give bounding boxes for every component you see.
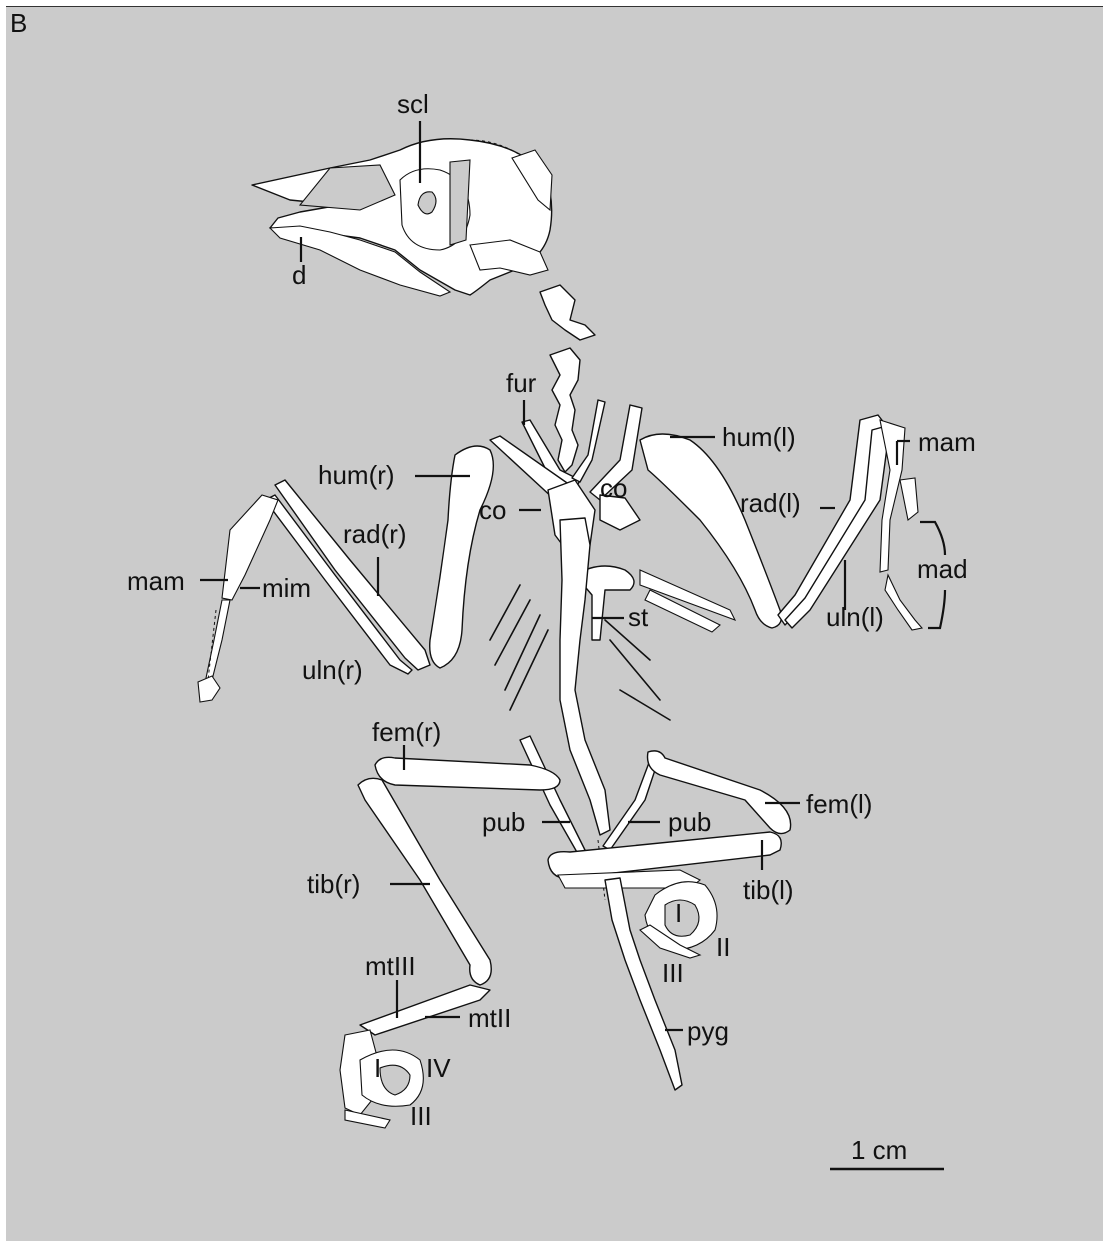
label-digit-III-r: III — [410, 1101, 432, 1131]
label-co-left: co — [479, 495, 506, 525]
label-digit-III-l: III — [662, 958, 684, 988]
label-digit-II-l: II — [716, 932, 730, 962]
label-digit-I-l: I — [675, 898, 682, 928]
label-tib-l: tib(l) — [743, 875, 794, 905]
label-d: d — [292, 260, 306, 290]
labels: scl d fur hum(l) hum(r) mam co co rad(l)… — [127, 89, 976, 1131]
label-digit-IV-r: IV — [426, 1053, 451, 1083]
label-mtII: mtII — [468, 1003, 511, 1033]
label-digit-I-r: I — [374, 1053, 381, 1083]
scale-bar: 1 cm — [830, 1135, 944, 1169]
scale-bar-label: 1 cm — [851, 1135, 907, 1165]
thorax — [490, 566, 735, 720]
label-mim: mim — [262, 573, 311, 603]
label-pub-r: pub — [482, 807, 525, 837]
label-tib-r: tib(r) — [307, 869, 360, 899]
label-uln-r: uln(r) — [302, 655, 363, 685]
label-fur: fur — [506, 368, 537, 398]
label-fem-r: fem(r) — [372, 717, 441, 747]
label-uln-l: uln(l) — [826, 602, 884, 632]
label-pyg: pyg — [687, 1016, 729, 1046]
label-hum-l: hum(l) — [722, 422, 796, 452]
label-st: st — [628, 602, 649, 632]
label-rad-l: rad(l) — [740, 488, 801, 518]
label-scl: scl — [397, 89, 429, 119]
label-rad-r: rad(r) — [343, 519, 407, 549]
left-forearm — [778, 415, 922, 630]
label-co-right: co — [600, 473, 627, 503]
label-fem-l: fem(l) — [806, 789, 872, 819]
label-mam-l: mam — [918, 427, 976, 457]
label-mam-r: mam — [127, 566, 185, 596]
humeri — [430, 434, 782, 668]
label-mad: mad — [917, 554, 968, 584]
label-mtIII: mtIII — [365, 951, 416, 981]
label-hum-r: hum(r) — [318, 460, 395, 490]
cervical-vertebrae — [540, 285, 595, 472]
label-pub-l: pub — [668, 807, 711, 837]
